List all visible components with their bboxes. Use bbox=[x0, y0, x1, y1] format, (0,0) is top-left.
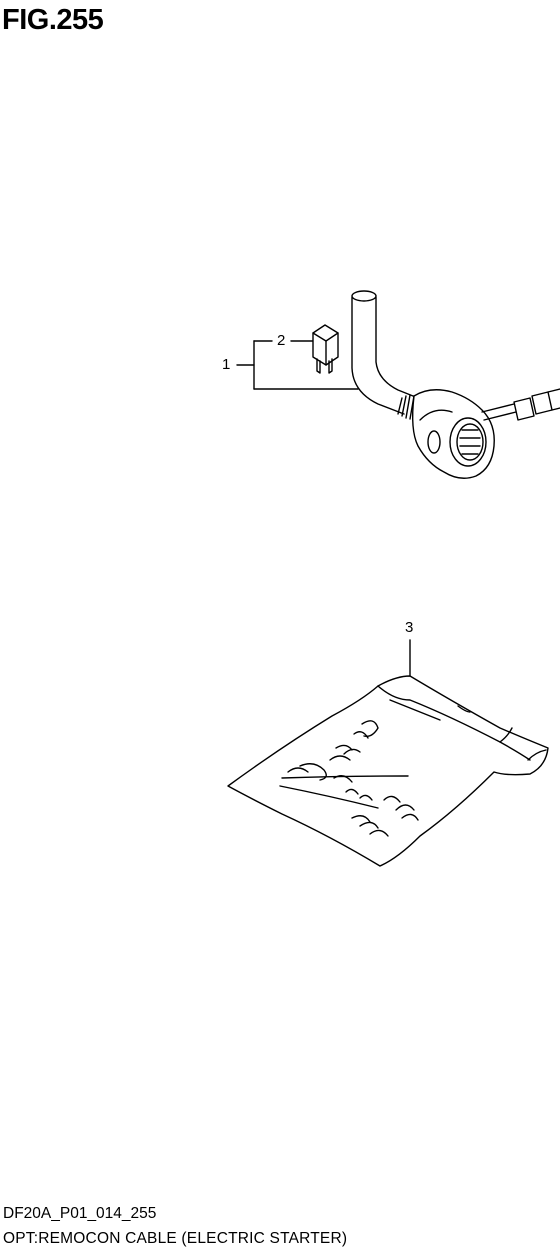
callout-1-label: 1 bbox=[222, 356, 231, 373]
fuse-part bbox=[312, 324, 339, 374]
parts-bag bbox=[227, 675, 549, 867]
diagram-code: DF20A_P01_014_255 bbox=[3, 1205, 157, 1222]
cable-harness-part bbox=[351, 290, 560, 479]
figure-title: FIG.255 bbox=[2, 4, 104, 36]
callout-3-label: 3 bbox=[405, 619, 414, 636]
callout-2-label: 2 bbox=[277, 332, 286, 349]
diagram-description: OPT:REMOCON CABLE (ELECTRIC STARTER) bbox=[3, 1230, 348, 1247]
callout-leader-lines bbox=[236, 340, 411, 677]
